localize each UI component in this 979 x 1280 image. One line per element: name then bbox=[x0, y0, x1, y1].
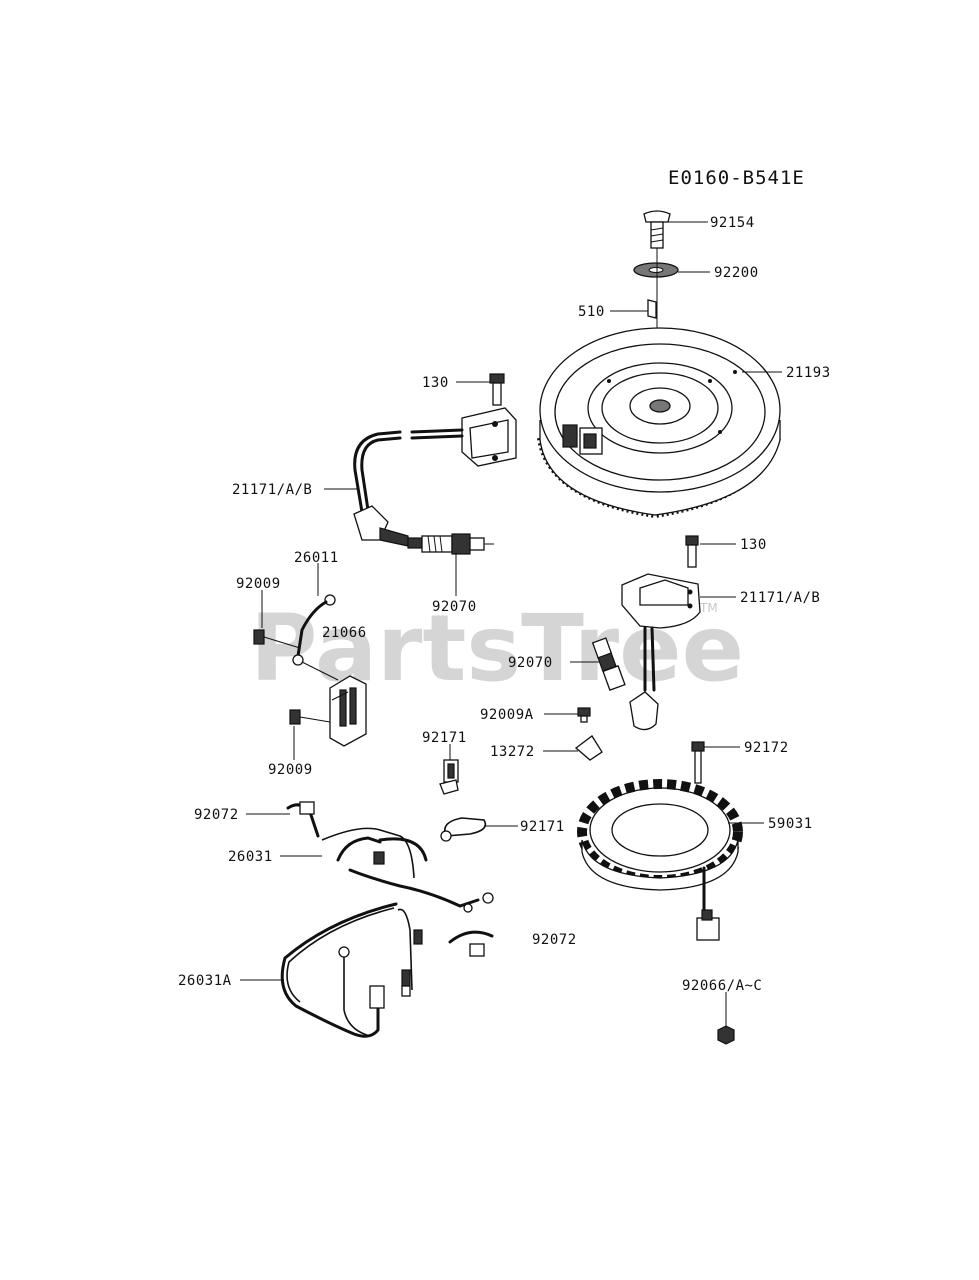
callout-92072-bottom: 92072 bbox=[532, 932, 577, 948]
wiring-harness-26031[interactable] bbox=[321, 827, 494, 913]
callout-21066: 21066 bbox=[322, 625, 367, 641]
callout-92172: 92172 bbox=[744, 740, 789, 756]
callout-21193: 21193 bbox=[786, 365, 831, 381]
callout-13272: 13272 bbox=[490, 744, 535, 760]
diode-21066[interactable] bbox=[329, 675, 367, 747]
callout-21171-right: 21171/A/B bbox=[740, 590, 820, 606]
callout-92154: 92154 bbox=[710, 215, 755, 231]
callout-92066: 92066/A~C bbox=[682, 978, 762, 994]
harness-clip-92072-lower[interactable] bbox=[448, 930, 494, 957]
wire-clip-92171-upper[interactable] bbox=[439, 759, 459, 795]
callout-26011: 26011 bbox=[294, 550, 339, 566]
callout-510: 510 bbox=[578, 304, 605, 320]
wire-clip-92171-lower[interactable] bbox=[440, 817, 487, 842]
callout-92200: 92200 bbox=[714, 265, 759, 281]
bolt-130-lower[interactable] bbox=[685, 535, 699, 568]
diode-leader-line bbox=[301, 661, 339, 681]
ignition-coil-21171-upper[interactable] bbox=[353, 407, 517, 547]
flywheel-21193[interactable] bbox=[537, 327, 781, 519]
callout-59031: 59031 bbox=[768, 816, 813, 832]
callout-26031A: 26031A bbox=[178, 973, 232, 989]
stator-59031[interactable] bbox=[577, 779, 743, 941]
callout-92171-upper: 92171 bbox=[422, 730, 467, 746]
diagram-code: E0160-B541E bbox=[668, 167, 805, 189]
callout-92072-left: 92072 bbox=[194, 807, 239, 823]
wiring-harness-26031A[interactable] bbox=[280, 902, 423, 1038]
callout-26031: 26031 bbox=[228, 849, 273, 865]
screw-92009-upper[interactable] bbox=[253, 629, 301, 649]
washer-92200[interactable] bbox=[633, 262, 679, 278]
spark-plug-92070-left[interactable] bbox=[407, 533, 494, 555]
callout-92009-upper: 92009 bbox=[236, 576, 281, 592]
ground-lead-26011[interactable] bbox=[292, 594, 336, 666]
callout-92171-right: 92171 bbox=[520, 819, 565, 835]
bolt-130-upper[interactable] bbox=[489, 373, 505, 406]
callout-labels: 92154 92200 510 21193 130 21171/A/B 130 … bbox=[178, 215, 831, 994]
ignition-coil-21171-lower[interactable] bbox=[621, 573, 701, 692]
screw-92009A[interactable] bbox=[577, 707, 591, 723]
spark-plug-92070-right[interactable] bbox=[591, 637, 626, 691]
callout-130-lower: 130 bbox=[740, 537, 767, 553]
leader-lines bbox=[240, 221, 782, 1026]
harness-clip-92072-upper[interactable] bbox=[286, 801, 320, 838]
screw-92009-lower[interactable] bbox=[289, 709, 331, 725]
callout-92009A: 92009A bbox=[480, 707, 534, 723]
spark-plug-cap-lower[interactable] bbox=[629, 691, 659, 731]
callout-92070-left: 92070 bbox=[432, 599, 477, 615]
callout-92070-right: 92070 bbox=[508, 655, 553, 671]
flywheel-bolt-92154[interactable] bbox=[643, 210, 671, 249]
watermark-trademark: TM bbox=[699, 601, 718, 615]
callout-21171-left: 21171/A/B bbox=[232, 482, 312, 498]
callout-130-upper: 130 bbox=[422, 375, 449, 391]
bolt-92172[interactable] bbox=[691, 741, 705, 784]
bracket-13272[interactable] bbox=[574, 735, 603, 761]
key-510[interactable] bbox=[647, 299, 657, 319]
nut-92066[interactable] bbox=[717, 1025, 735, 1045]
callout-92009-lower: 92009 bbox=[268, 762, 313, 778]
